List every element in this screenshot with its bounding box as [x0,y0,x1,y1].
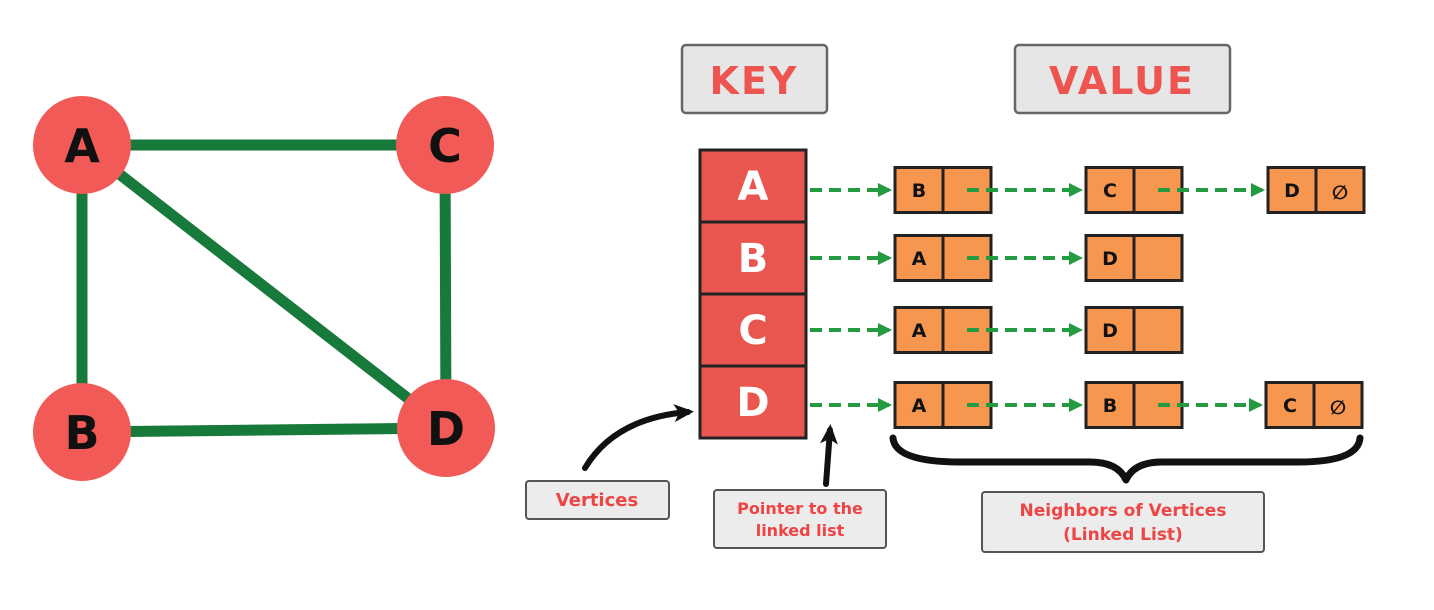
key-cell-label: B [738,236,769,282]
value-header-text: VALUE [1049,59,1195,103]
graph-node-c: C [396,96,494,194]
null-pointer-icon: ∅ [1332,182,1348,204]
key-cell-a [698,148,808,224]
list-node-value: C [1283,395,1297,417]
graph-edge-a-d [76,139,452,434]
key-cell-b [698,220,808,296]
neighbors-caption-line2: (Linked List) [1063,525,1183,545]
vertices-caption: Vertices [556,490,638,511]
key-header-text: KEY [710,59,799,103]
key-cell-d [698,364,808,440]
list-node-c: C∅ [1264,381,1364,429]
key-cell-label: A [738,164,769,210]
pointer-caption-line2: linked list [756,521,845,540]
list-node-d: D∅ [1266,166,1366,214]
key-cell-label: C [738,308,767,354]
list-node-value: B [912,180,926,202]
graph-node-circle [33,96,131,194]
graph-edges [76,139,452,438]
key-cell-label: D [736,380,769,426]
graph-node-b: B [33,383,131,481]
list-node-value: A [912,395,927,417]
list-node-value: A [912,248,927,270]
list-node-value: D [1102,248,1118,270]
list-node-value: D [1102,320,1118,342]
neighbors-caption-line1: Neighbors of Vertices [1020,501,1227,521]
vertices-pointer-arrow [582,404,694,471]
graph-node-label: C [428,119,462,173]
list-node-value: A [912,320,927,342]
list-node-value: D [1284,180,1300,202]
graph-node-circle [33,383,131,481]
null-pointer-icon: ∅ [1330,397,1346,419]
list-node-d: D [1084,306,1184,354]
key-header: KEY [680,43,829,115]
list-node-value: B [1103,395,1117,417]
pointer-up-arrow [819,424,838,487]
graph-node-label: B [64,406,99,460]
key-cell-c [698,292,808,368]
pointer-annotation: Pointer to the linked list [713,424,887,549]
graph-node-circle [397,379,495,477]
vertices-annotation: Vertices [525,404,694,520]
value-header: VALUE [1013,43,1232,115]
graph-node-label: A [64,119,100,173]
neighbors-brace [889,434,1364,484]
list-node-d: D [1084,234,1184,282]
list-node-value: C [1103,180,1117,202]
graph-node-a: A [33,96,131,194]
pointer-caption-line1: Pointer to the [737,499,863,518]
graph-node-circle [396,96,494,194]
graph-node-label: D [427,402,465,456]
graph: A C B D [33,96,495,481]
neighbors-annotation: Neighbors of Vertices (Linked List) [889,434,1364,553]
graph-edge-b-d [76,422,452,438]
graph-node-d: D [397,379,495,477]
graph-nodes: A C B D [33,96,495,481]
